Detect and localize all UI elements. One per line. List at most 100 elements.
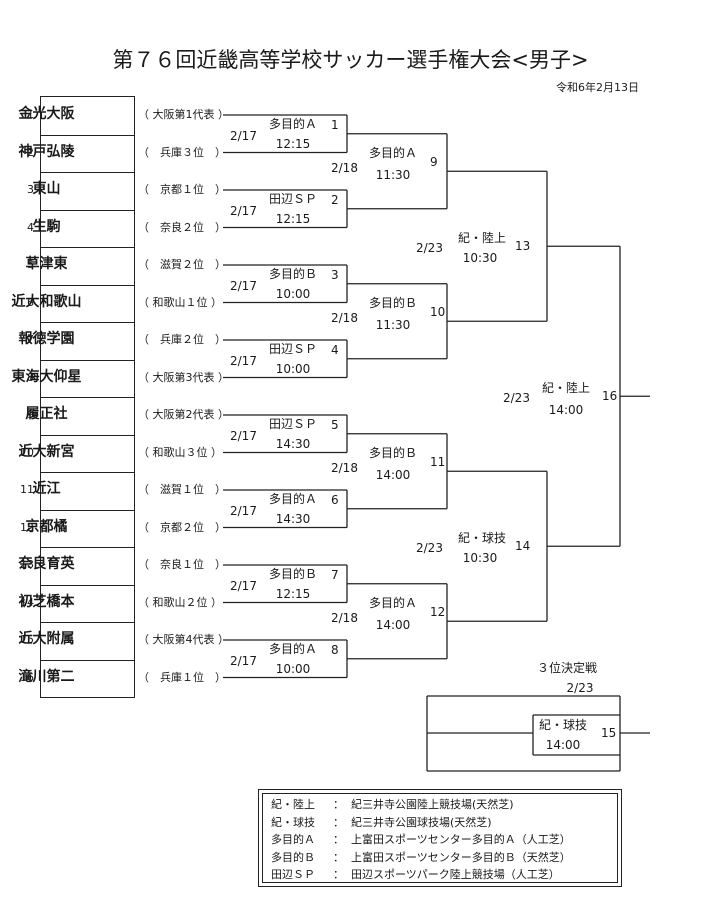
legend-abbr: 紀・陸上 xyxy=(271,798,315,811)
match-venue: 多目的Ａ xyxy=(368,146,418,161)
legend-sep: ： xyxy=(333,815,344,829)
match-venue: 多目的Ａ xyxy=(268,117,318,131)
legend-sep: ： xyxy=(333,868,344,881)
team-number: 13 xyxy=(20,558,34,571)
match-venue: 多目的Ａ xyxy=(368,596,418,611)
page-title: 第７６回近畿高等学校サッカー選手権大会<男子> xyxy=(112,48,589,72)
match-date: 2/17 xyxy=(230,353,257,368)
team-name: 履正社 xyxy=(25,406,68,422)
match-number: 13 xyxy=(515,239,531,254)
team-number: 16 xyxy=(20,670,34,684)
team-qualification: （ 滋賀２位 ） xyxy=(138,258,226,271)
match-number: 11 xyxy=(430,455,446,470)
team-qualification: （ 兵庫１位 ） xyxy=(138,670,226,684)
team-number: 12 xyxy=(20,520,34,534)
team-name: 東海大仰星 xyxy=(11,368,82,385)
final-venue: 紀・陸上 xyxy=(541,381,591,396)
match-time: 14:30 xyxy=(275,511,311,526)
final-number: 16 xyxy=(602,389,618,404)
match-time: 14:00 xyxy=(375,468,411,483)
match-date: 2/18 xyxy=(331,611,358,626)
match-venue: 多目的Ｂ xyxy=(368,446,418,461)
team-name: 近大附属 xyxy=(18,631,75,647)
match-date: 2/17 xyxy=(230,578,257,593)
match-date: 2/18 xyxy=(331,461,358,476)
team-qualification: （ 滋賀１位 ） xyxy=(138,483,226,496)
match-time: 11:30 xyxy=(375,168,411,183)
team-name: 近大新宮 xyxy=(18,443,75,460)
team-qualification: （ 大阪第2代表 ） xyxy=(138,408,229,421)
legend-sep: ： xyxy=(333,833,344,846)
match-date: 2/23 xyxy=(416,241,443,256)
legend-abbr: 多目的Ｂ xyxy=(271,850,315,864)
match-venue: 田辺ＳＰ xyxy=(268,417,318,431)
issue-date: 令和6年2月13日 xyxy=(556,81,639,94)
team-number: 4 xyxy=(27,220,34,234)
team-qualification: （ 大阪第3代表 ） xyxy=(138,370,229,384)
match-date: 2/17 xyxy=(230,653,257,668)
team-name: 東山 xyxy=(32,181,61,197)
final-date: 2/23 xyxy=(503,391,530,406)
legend-abbr: 紀・球技 xyxy=(271,815,315,829)
legend-sep: ： xyxy=(333,798,344,811)
match-number: 3 xyxy=(331,267,339,282)
team-number: 10 xyxy=(20,445,34,459)
legend-abbr: 田辺ＳＰ xyxy=(271,868,315,881)
match-number: 2 xyxy=(331,192,339,207)
match-time: 10:30 xyxy=(462,551,498,566)
match-number: 4 xyxy=(331,342,339,357)
match-date: 2/17 xyxy=(230,428,257,443)
match-venue: 紀・球技 xyxy=(457,531,507,546)
team-row-divider xyxy=(41,322,134,324)
match-number: 14 xyxy=(515,539,531,554)
match-date: 2/17 xyxy=(230,203,257,218)
match-time: 12:15 xyxy=(275,586,311,601)
team-row-divider xyxy=(41,547,134,549)
team-number: 11 xyxy=(20,483,34,496)
match-date: 2/17 xyxy=(230,503,257,518)
team-number: 2 xyxy=(27,145,34,159)
team-number: 8 xyxy=(27,370,34,384)
team-name: 初芝橋本 xyxy=(18,593,75,610)
team-name: 金光大阪 xyxy=(18,106,75,122)
team-qualification: （ 京都２位 ） xyxy=(138,520,226,534)
team-list-box xyxy=(40,96,135,698)
team-number: 14 xyxy=(20,595,34,609)
team-row-divider xyxy=(41,659,134,661)
match-time: 10:30 xyxy=(462,251,498,266)
third-place-time: 14:00 xyxy=(545,738,581,752)
legend-desc: 上富田スポーツセンター多目的Ｂ（天然芝） xyxy=(351,850,571,864)
third-place-title: ３位決定戦 xyxy=(536,661,598,675)
team-name: 生駒 xyxy=(32,218,61,235)
match-date: 2/18 xyxy=(331,161,358,176)
team-row-divider xyxy=(41,284,134,286)
match-number: 7 xyxy=(331,567,339,582)
legend-desc: 紀三井寺公園陸上競技場(天然芝) xyxy=(351,798,514,811)
legend-desc: 上富田スポーツセンター多目的Ａ（人工芝） xyxy=(351,833,571,846)
legend-desc: 紀三井寺公園球技場(天然芝) xyxy=(351,815,492,829)
team-row-divider xyxy=(41,584,134,586)
match-number: 5 xyxy=(331,417,339,432)
team-qualification: （ 和歌山３位 ） xyxy=(138,445,222,459)
team-qualification: （ 和歌山１位 ） xyxy=(138,295,222,309)
team-name: 報徳学園 xyxy=(18,331,75,347)
team-row-divider xyxy=(41,472,134,474)
match-time: 12:15 xyxy=(275,211,311,226)
team-row-divider xyxy=(41,509,134,511)
match-venue: 田辺ＳＰ xyxy=(268,342,318,356)
match-venue: 多目的Ｂ xyxy=(368,296,418,311)
team-number: 5 xyxy=(27,258,34,271)
match-number: 8 xyxy=(331,642,339,657)
third-place-venue: 紀・球技 xyxy=(538,718,588,732)
final-time: 14:00 xyxy=(548,403,584,418)
match-time: 12:15 xyxy=(275,136,311,151)
match-date: 2/23 xyxy=(416,541,443,556)
match-number: 10 xyxy=(430,305,446,320)
match-time: 10:00 xyxy=(275,661,311,676)
team-number: 15 xyxy=(20,633,34,646)
match-number: 1 xyxy=(331,117,339,132)
match-time: 14:30 xyxy=(275,436,311,451)
third-place-number: 15 xyxy=(601,726,617,740)
team-number: 1 xyxy=(27,108,34,121)
team-name: 奈良育英 xyxy=(18,556,75,572)
